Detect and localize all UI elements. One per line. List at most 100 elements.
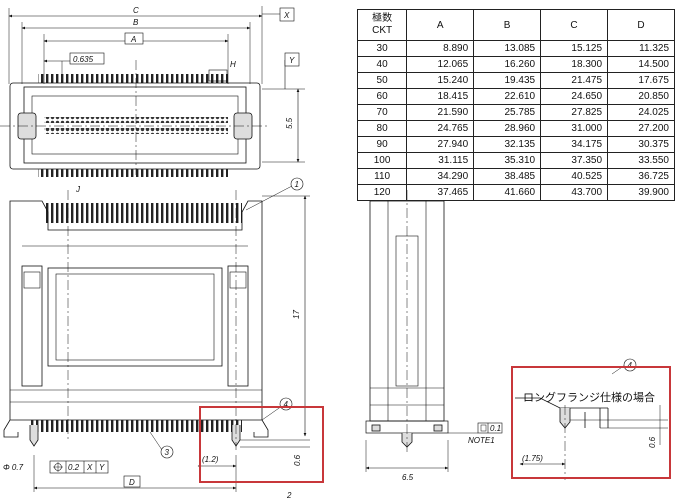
header-a: A	[406, 9, 475, 41]
table-cell-c: 18.300	[540, 56, 609, 73]
callout-front-detail	[199, 406, 324, 483]
table-cell-ckt: 120	[356, 184, 408, 201]
svg-text:4: 4	[628, 361, 633, 370]
dim-d-label: D	[129, 478, 135, 487]
table-cell-c: 24.650	[540, 88, 609, 105]
tol-pos-label: 0.2	[68, 463, 80, 472]
dim-17-label: 17	[292, 310, 301, 319]
table-cell-b: 41.660	[473, 184, 542, 201]
table-cell-d: 20.850	[607, 88, 675, 105]
y-datum-box	[284, 52, 300, 67]
dim-b-label: B	[133, 18, 139, 27]
svg-text:4: 4	[284, 400, 289, 409]
balloon-4-inset: 4	[623, 358, 637, 372]
table-cell-a: 8.890	[406, 40, 475, 57]
tol-phi-label: Φ 0.7	[3, 463, 24, 472]
table-cell-ckt: 40	[356, 56, 408, 73]
table-cell-d: 36.725	[607, 168, 675, 185]
table-cell-d: 14.500	[607, 56, 675, 73]
table-cell-c: 21.475	[540, 72, 609, 89]
dim-a-box	[124, 32, 144, 45]
inset-detail	[515, 364, 668, 480]
header-d: D	[607, 9, 675, 41]
table-cell-b: 38.485	[473, 168, 542, 185]
table-cell-a: 27.940	[406, 136, 475, 153]
page-number: 2	[286, 491, 292, 500]
table-cell-a: 31.115	[406, 152, 475, 169]
dim-1-2-label: (1.2)	[202, 455, 219, 464]
table-cell-d: 27.200	[607, 120, 675, 137]
table-cell-a: 37.465	[406, 184, 475, 201]
table-cell-c: 37.350	[540, 152, 609, 169]
table-cell-ckt: 60	[356, 88, 408, 105]
table-cell-c: 31.000	[540, 120, 609, 137]
balloon-1: 1	[290, 177, 304, 191]
table-cell-d: 11.325	[607, 40, 675, 57]
flatness-label: 0.1	[490, 424, 501, 433]
table-cell-b: 35.310	[473, 152, 542, 169]
table-cell-a: 24.765	[406, 120, 475, 137]
table-cell-d: 33.550	[607, 152, 675, 169]
h-label: H	[230, 60, 236, 69]
table-cell-c: 15.125	[540, 40, 609, 57]
pitch-label: 0.635	[73, 55, 94, 64]
table-cell-c: 40.525	[540, 168, 609, 185]
x-datum-label: X	[283, 11, 290, 20]
table-header-row: 極数 CKT A B C D	[356, 9, 675, 41]
header-b: B	[473, 9, 542, 41]
table-cell-a: 21.590	[406, 104, 475, 121]
svg-text:3: 3	[165, 448, 170, 457]
header-ckt: 極数 CKT	[356, 9, 408, 41]
table-cell-b: 25.785	[473, 104, 542, 121]
table-cell-ckt: 70	[356, 104, 408, 121]
table-cell-ckt: 30	[356, 40, 408, 57]
note-label: NOTE1	[468, 436, 495, 445]
table-cell-ckt: 90	[356, 136, 408, 153]
callout-inset-detail	[511, 366, 671, 479]
dim-a-label: A	[130, 35, 136, 44]
table-cell-d: 24.025	[607, 104, 675, 121]
table-cell-ckt: 110	[356, 168, 408, 185]
table-cell-ckt: 100	[356, 152, 408, 169]
table-cell-b: 16.260	[473, 56, 542, 73]
x-datum-box	[279, 7, 295, 22]
dim-5-5-label: 5.5	[285, 117, 294, 129]
header-c: C	[540, 9, 609, 41]
tol-y-label: Y	[99, 463, 105, 472]
inset-dim-0-6-label: 0.6	[648, 436, 657, 448]
table-cell-a: 15.240	[406, 72, 475, 89]
table-cell-ckt: 50	[356, 72, 408, 89]
y-datum-label: Y	[289, 56, 295, 65]
table-cell-c: 27.825	[540, 104, 609, 121]
svg-text:1: 1	[295, 180, 299, 189]
dim-1-75-label: (1.75)	[522, 454, 543, 463]
table-cell-a: 34.290	[406, 168, 475, 185]
front-view	[3, 185, 310, 492]
table-cell-d: 39.900	[607, 184, 675, 201]
dim-0-6-label: 0.6	[293, 454, 302, 466]
balloon-3: 3	[160, 445, 174, 459]
table-cell-b: 32.135	[473, 136, 542, 153]
table-cell-d: 17.675	[607, 72, 675, 89]
table-cell-d: 30.375	[607, 136, 675, 153]
j-mark-label: J	[75, 185, 81, 194]
inset-caption: ロングフランジ仕様の場合	[523, 390, 655, 404]
table-cell-ckt: 80	[356, 120, 408, 137]
pitch-box	[69, 52, 105, 65]
table-cell-c: 34.175	[540, 136, 609, 153]
table-cell-b: 19.435	[473, 72, 542, 89]
table-cell-c: 43.700	[540, 184, 609, 201]
